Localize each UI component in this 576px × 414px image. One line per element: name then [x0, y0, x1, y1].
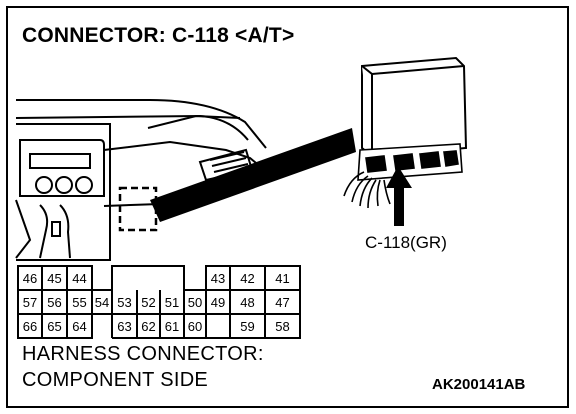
pin-row1-4: 42: [240, 271, 255, 286]
caption-line-1: HARNESS CONNECTOR:: [22, 343, 264, 365]
pin-row2-5: 52: [141, 295, 156, 310]
pin-row2-2: 55: [72, 295, 87, 310]
pin-row3-3: 63: [117, 319, 132, 334]
pin-row2-10: 47: [275, 295, 290, 310]
control-unit-module: [361, 56, 468, 158]
pin-row3-6: 60: [187, 319, 203, 334]
pin-row2-1: 56: [47, 295, 62, 310]
pin-row3-1: 65: [47, 319, 62, 334]
pin-row1-2: 44: [72, 271, 87, 286]
pin-row3-0: 66: [22, 319, 38, 334]
pin-row1-3: 43: [210, 271, 226, 286]
pin-row3-8: 58: [275, 319, 290, 334]
pin-row1-1: 45: [47, 271, 62, 286]
diagram-frame: [6, 6, 569, 408]
pin-row1-0: 46: [22, 271, 38, 286]
connector-face: [17, 265, 301, 339]
pin-row2-6: 51: [164, 295, 180, 310]
pin-row2-7: 50: [187, 295, 203, 310]
wire-harness: [343, 171, 391, 209]
pin-row1-5: 41: [275, 271, 290, 286]
connector-callout-label: C-118(GR): [365, 233, 447, 252]
pin-row3-7: 59: [240, 319, 255, 334]
pin-row2-3: 54: [94, 295, 110, 310]
diagram-title: CONNECTOR: C-118 <A/T>: [22, 24, 295, 47]
pin-row3-4: 62: [141, 319, 156, 334]
callout-beam: [150, 128, 356, 222]
pin-row3-5: 61: [164, 319, 180, 334]
figure-code: AK200141AB: [432, 376, 526, 393]
pin-row2-4: 53: [117, 295, 132, 310]
component-location-box: [118, 186, 158, 232]
pin-row2-9: 48: [240, 295, 255, 310]
plugged-connector: [357, 143, 463, 181]
pin-row2-8: 49: [210, 295, 226, 310]
caption-line-2: COMPONENT SIDE: [22, 369, 209, 391]
pin-row3-2: 64: [72, 319, 87, 334]
pin-row2-0: 57: [22, 295, 38, 310]
pointer-arrow: [386, 166, 412, 226]
